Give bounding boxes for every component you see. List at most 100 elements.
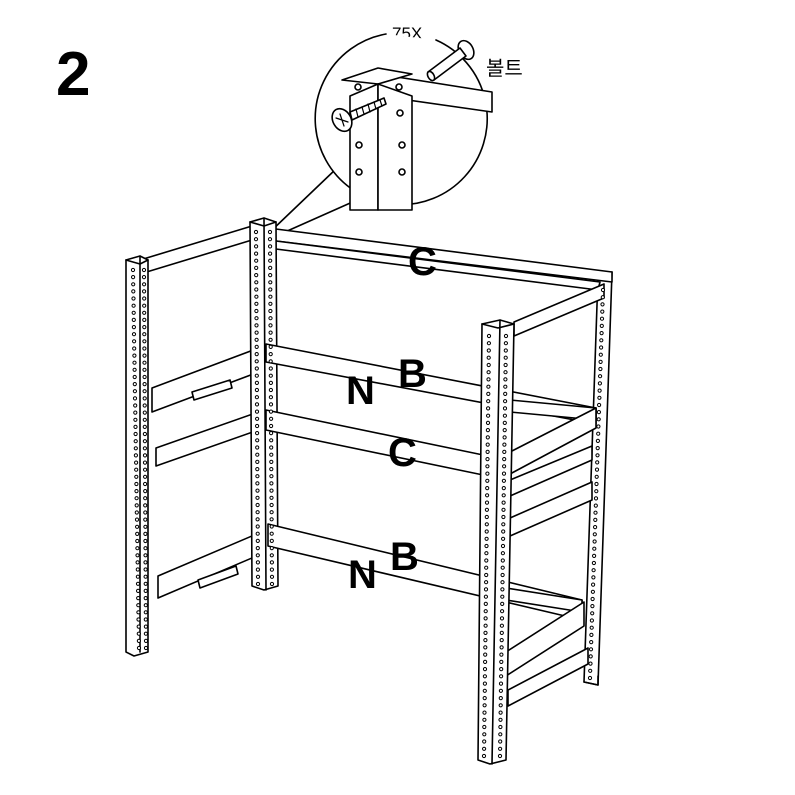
post-hole xyxy=(134,467,139,472)
post-hole xyxy=(484,543,489,549)
post-hole xyxy=(136,588,141,594)
post-hole xyxy=(486,377,491,382)
post-hole xyxy=(131,282,136,287)
post-hole xyxy=(503,384,508,389)
post-hole xyxy=(268,323,273,328)
post-hole xyxy=(135,581,141,586)
post-hole xyxy=(268,395,273,400)
post-hole xyxy=(142,289,147,294)
post-hole xyxy=(486,333,492,339)
post-hole xyxy=(133,453,138,458)
post-hole xyxy=(253,229,259,235)
post-hole xyxy=(269,467,274,472)
post-hole xyxy=(135,560,140,565)
post-hole xyxy=(255,467,260,472)
post-hole xyxy=(590,604,595,609)
middle-back-beam xyxy=(265,409,489,477)
post-hole xyxy=(498,739,503,744)
post-hole xyxy=(499,623,504,628)
post-hole xyxy=(268,337,273,342)
post-hole xyxy=(486,355,491,360)
post-hole xyxy=(498,717,503,722)
post-hole xyxy=(255,517,260,522)
post-hole xyxy=(589,632,594,638)
post-hole xyxy=(136,610,141,615)
post-hole xyxy=(269,481,274,486)
post-hole xyxy=(589,625,594,630)
post-hole xyxy=(268,280,273,285)
post-hole xyxy=(255,459,260,464)
post-hole xyxy=(143,546,148,551)
post-hole xyxy=(268,316,273,321)
post-hole xyxy=(595,438,601,443)
post-hole xyxy=(599,331,604,336)
post-hole xyxy=(134,489,139,494)
post-hole xyxy=(142,446,147,451)
post-hole xyxy=(254,244,259,249)
post-hole xyxy=(269,502,274,508)
post-hole xyxy=(499,645,504,650)
bolt-part-label: 볼트 xyxy=(486,56,523,80)
post-hole xyxy=(130,267,136,273)
post-hole xyxy=(253,237,259,242)
post-hole xyxy=(484,572,489,578)
post-hole xyxy=(498,710,503,715)
post-hole xyxy=(590,589,596,594)
post-hole xyxy=(142,424,147,429)
label-upper-side-rail: N xyxy=(346,369,375,413)
post-hole xyxy=(484,500,490,505)
post-hole xyxy=(269,574,275,579)
post-hole xyxy=(141,275,147,280)
post-hole xyxy=(485,464,490,469)
post-hole xyxy=(143,631,148,636)
post-hole xyxy=(136,631,141,636)
post-hole xyxy=(268,409,274,414)
post-hole xyxy=(502,442,507,447)
post-hole xyxy=(482,681,487,686)
post-hole xyxy=(503,348,508,353)
post-hole xyxy=(254,280,259,285)
post-hole xyxy=(136,645,142,651)
post-hole xyxy=(502,457,507,462)
post-hole xyxy=(142,389,147,394)
post-hole xyxy=(593,496,599,501)
post-hole xyxy=(269,445,274,450)
post-hole xyxy=(135,531,140,537)
post-hole xyxy=(131,275,136,280)
post-hole xyxy=(485,435,490,440)
post-hole xyxy=(255,538,260,544)
post-hole xyxy=(598,352,603,357)
post-hole xyxy=(486,348,491,353)
post-hole xyxy=(255,531,260,536)
post-hole xyxy=(484,536,489,541)
post-hole xyxy=(599,316,605,321)
post-hole xyxy=(485,457,490,462)
post-hole xyxy=(143,567,148,572)
post-hole xyxy=(255,524,260,529)
post-hole xyxy=(593,510,598,515)
post-hole xyxy=(269,581,275,587)
post-hole xyxy=(255,567,260,572)
post-hole xyxy=(134,510,139,515)
post-hole xyxy=(483,659,488,665)
post-hole xyxy=(268,352,273,357)
post-hole xyxy=(592,546,597,551)
post-hole xyxy=(483,594,488,599)
post-hole xyxy=(131,310,136,315)
post-hole xyxy=(254,301,259,306)
label-lower-back-beam: B xyxy=(390,535,419,579)
post-hole xyxy=(269,546,274,551)
post-hole xyxy=(255,481,260,486)
post-hole xyxy=(592,532,597,537)
post-hole xyxy=(142,431,147,437)
post-hole xyxy=(483,616,488,621)
post-hole xyxy=(268,380,273,385)
post-hole xyxy=(499,638,504,643)
post-hole xyxy=(485,471,490,476)
post-hole xyxy=(484,565,489,570)
post-hole xyxy=(482,732,487,737)
post-hole xyxy=(483,638,488,643)
post-hole xyxy=(595,460,600,465)
post-hole xyxy=(143,581,148,586)
post-hole xyxy=(482,674,487,679)
